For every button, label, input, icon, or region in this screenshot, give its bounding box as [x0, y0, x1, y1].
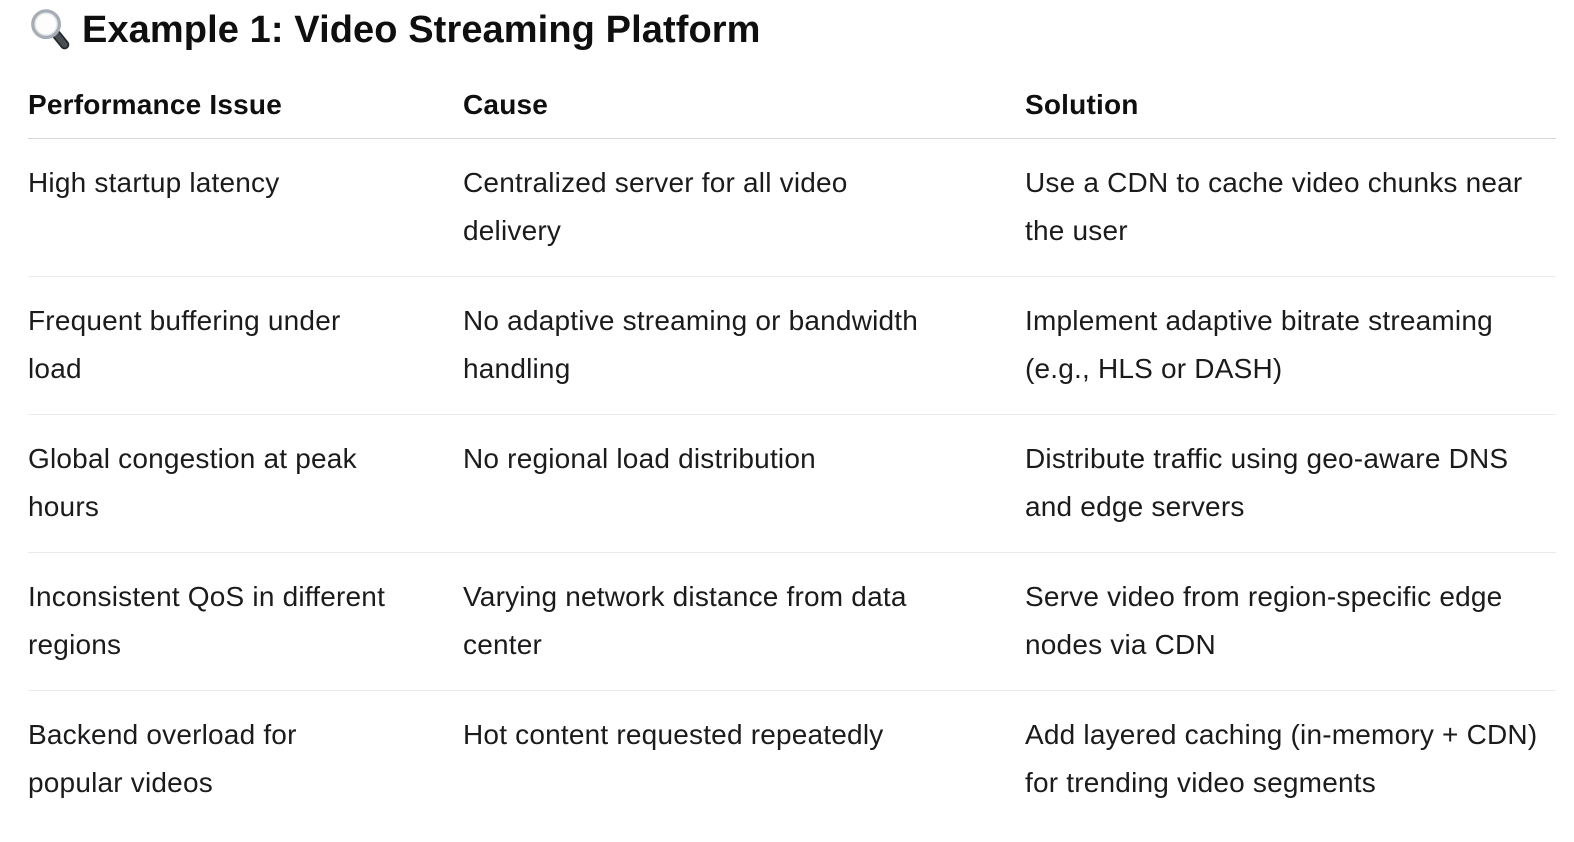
comparison-table: Performance Issue Cause Solution High st… [28, 88, 1556, 828]
column-header-performance-issue: Performance Issue [28, 88, 463, 139]
table-row: Global congestion at peak hours No regio… [28, 414, 1556, 553]
cell-issue: Backend overload for popular videos [28, 719, 297, 798]
table-row: Backend overload for popular videos Hot … [28, 691, 1556, 829]
page-title-text: Example 1: Video Streaming Platform [82, 9, 761, 51]
cell-cause: No adaptive streaming or bandwidth handl… [463, 276, 1025, 415]
cell-solution: Use a CDN to cache video chunks near the… [1025, 138, 1556, 277]
cell-solution: Distribute traffic using geo-aware DNS a… [1025, 414, 1556, 553]
cell-solution: Add layered caching (in-memory + CDN) fo… [1025, 719, 1538, 798]
magnifying-glass-icon [31, 8, 70, 49]
page-title: Example 1: Video Streaming Platform [28, 6, 1556, 54]
column-header-solution: Solution [1025, 88, 1556, 139]
cell-solution: Serve video from region-specific edge no… [1025, 552, 1556, 691]
cell-issue: Frequent buffering under load [28, 276, 463, 415]
cell-issue: Global congestion at peak hours [28, 414, 463, 553]
table-row: Frequent buffering under load No adaptiv… [28, 276, 1556, 415]
table-row: Inconsistent QoS in different regions Va… [28, 552, 1556, 691]
cell-solution: Implement adaptive bitrate streaming (e.… [1025, 276, 1556, 415]
cell-issue: High startup latency [28, 138, 463, 277]
table-row: High startup latency Centralized server … [28, 138, 1556, 277]
column-header-cause: Cause [463, 88, 1025, 139]
cell-cause: No regional load distribution [463, 414, 1025, 553]
cell-cause: Centralized server for all video deliver… [463, 138, 1025, 277]
table-header-row: Performance Issue Cause Solution [28, 88, 1556, 139]
cell-cause: Varying network distance from data cente… [463, 552, 1025, 691]
cell-issue: Inconsistent QoS in different regions [28, 552, 463, 691]
cell-cause: Hot content requested repeatedly [463, 719, 884, 750]
